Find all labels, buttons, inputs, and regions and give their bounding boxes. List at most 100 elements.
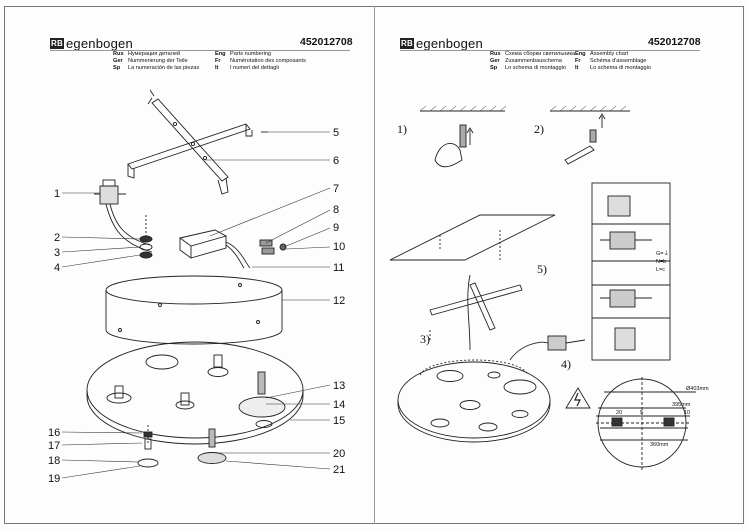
lang-code: It: [575, 65, 579, 72]
driver-box: [178, 229, 251, 269]
lamp-body: [86, 341, 304, 445]
lang-code: Rus: [113, 51, 124, 57]
lang-code: Ger: [113, 58, 123, 65]
lang-text: Lo schema di montaggio: [590, 65, 651, 72]
part-label: 20: [333, 448, 345, 460]
page-fold-line: [374, 6, 375, 524]
lang-text: Numérotation des composants: [230, 58, 306, 65]
part-label: 4: [54, 262, 60, 274]
part-label: 6: [333, 155, 339, 167]
part-label: 13: [333, 380, 345, 392]
lang-text: Nummerierung der Teile: [128, 58, 188, 65]
part-label: 5: [333, 127, 339, 139]
article-code-left: 452012708: [300, 36, 353, 48]
part-label: 19: [48, 473, 60, 485]
lang-text: La numeración de las piezas: [128, 65, 200, 72]
lang-code: Eng: [575, 51, 586, 57]
header-rule-left: [50, 50, 350, 51]
part-number-labels: 1 2 3 4 5 6 7 8 9 10 11 12 13 14 15 16 1…: [48, 127, 345, 485]
lang-line: Rus Нумерация деталей: [113, 51, 199, 58]
dimension-drawing: [596, 377, 696, 470]
header-rule-right: [400, 50, 700, 51]
ceiling-canopy: [105, 275, 283, 345]
right-terminal: [509, 335, 586, 361]
lang-code: Eng: [215, 51, 226, 57]
brand-logo-mark: RB: [400, 38, 414, 49]
dimension-diameter: Ø403mm: [686, 386, 709, 392]
part-label: 12: [333, 295, 345, 307]
lang-line: Ger Nummerierung der Teile: [113, 58, 199, 65]
warning-sign: [565, 387, 591, 409]
lang-code: Sp: [490, 65, 498, 72]
dimension-d2: 5: [640, 410, 643, 416]
right-lamp-body: [397, 359, 551, 443]
step-label: 4): [561, 357, 571, 371]
dimension-d1: 20: [616, 410, 622, 416]
lang-text: Zusammenbauschema: [505, 58, 562, 65]
part-label: 10: [333, 241, 345, 253]
lang-list-left: Rus Нумерация деталей Ger Nummerierung der…: [113, 51, 199, 73]
dimension-inner: 395mm: [672, 402, 691, 408]
dimension-labels: Ø403mm 395mm 360mm 20 5 10: [616, 386, 709, 448]
lang-line: Sp La numeración de las piezas: [113, 65, 199, 72]
part-label: 9: [333, 222, 339, 234]
lang-text: Нумерация деталей: [128, 51, 181, 57]
brand-logo-left: RB egenbogen: [50, 36, 133, 51]
right-bracket: [429, 274, 523, 351]
article-code-right: 452012708: [648, 36, 701, 48]
wire-legend-item: N=b: [656, 259, 666, 265]
lang-line: Rus Схема сборки светильника: [490, 51, 575, 58]
lang-text: Parts numbering: [230, 51, 272, 57]
dimension-d3: 10: [684, 410, 690, 416]
lang-line: Fr Schéma d'assemblage: [575, 58, 651, 65]
brand-name: egenbogen: [66, 36, 133, 51]
brand-logo-mark: RB: [50, 38, 64, 49]
lang-line: Eng Assembly chart: [575, 51, 651, 58]
dimension-base: 360mm: [650, 442, 669, 448]
lang-code: Rus: [490, 51, 501, 57]
step-labels: 1) 2) 3) 4) 5): [397, 122, 571, 371]
mounting-bracket: [127, 89, 253, 195]
part-label: 15: [333, 415, 345, 427]
lang-line: Sp Lo schema di montaggio: [490, 65, 575, 72]
connectors: [259, 131, 287, 255]
lang-text: Lo schema di montaggio: [505, 65, 566, 72]
wire-legend-item: L=c: [656, 267, 665, 273]
lang-code: Fr: [575, 58, 581, 65]
step1-illustration: [419, 105, 507, 168]
step-label: 3): [420, 332, 430, 346]
lang-text: Schéma d'assemblage: [590, 58, 647, 65]
part-label: 8: [333, 204, 339, 216]
wire-legend: G=⏚ N=b L=c: [656, 250, 669, 273]
part-label: 1: [54, 188, 60, 200]
lang-code: Ger: [490, 58, 500, 65]
lang-text: I numeri del dettagli: [230, 65, 279, 72]
lang-text: Assembly chart: [590, 51, 629, 57]
lang-code: Sp: [113, 65, 121, 72]
lang-line: Ger Zusammenbauschema: [490, 58, 575, 65]
part-label: 3: [54, 247, 60, 259]
step-label: 1): [397, 122, 407, 136]
step-label: 2): [534, 122, 544, 136]
part-label: 21: [333, 464, 345, 476]
part-label: 14: [333, 399, 345, 411]
brand-logo-right: RB egenbogen: [400, 36, 483, 51]
part-label: 18: [48, 455, 60, 467]
lang-code: It: [215, 65, 219, 72]
step2-illustration: [549, 105, 630, 165]
lang-list-right: Rus Схема сборки светильника Ger Zusammenb…: [490, 51, 575, 73]
lang-line: It Lo schema di montaggio: [575, 65, 651, 72]
part-label: 16: [48, 427, 60, 439]
lang-text: Схема сборки светильника: [505, 51, 576, 57]
part-label: 2: [54, 232, 60, 244]
lang-line: It I numeri del dettagli: [215, 65, 306, 72]
detail-panels: [591, 182, 671, 361]
part-label: 11: [333, 262, 344, 274]
step-label: 5): [537, 262, 547, 276]
brand-name: egenbogen: [416, 36, 483, 51]
washers: [139, 215, 153, 259]
part-label: 17: [48, 440, 60, 452]
